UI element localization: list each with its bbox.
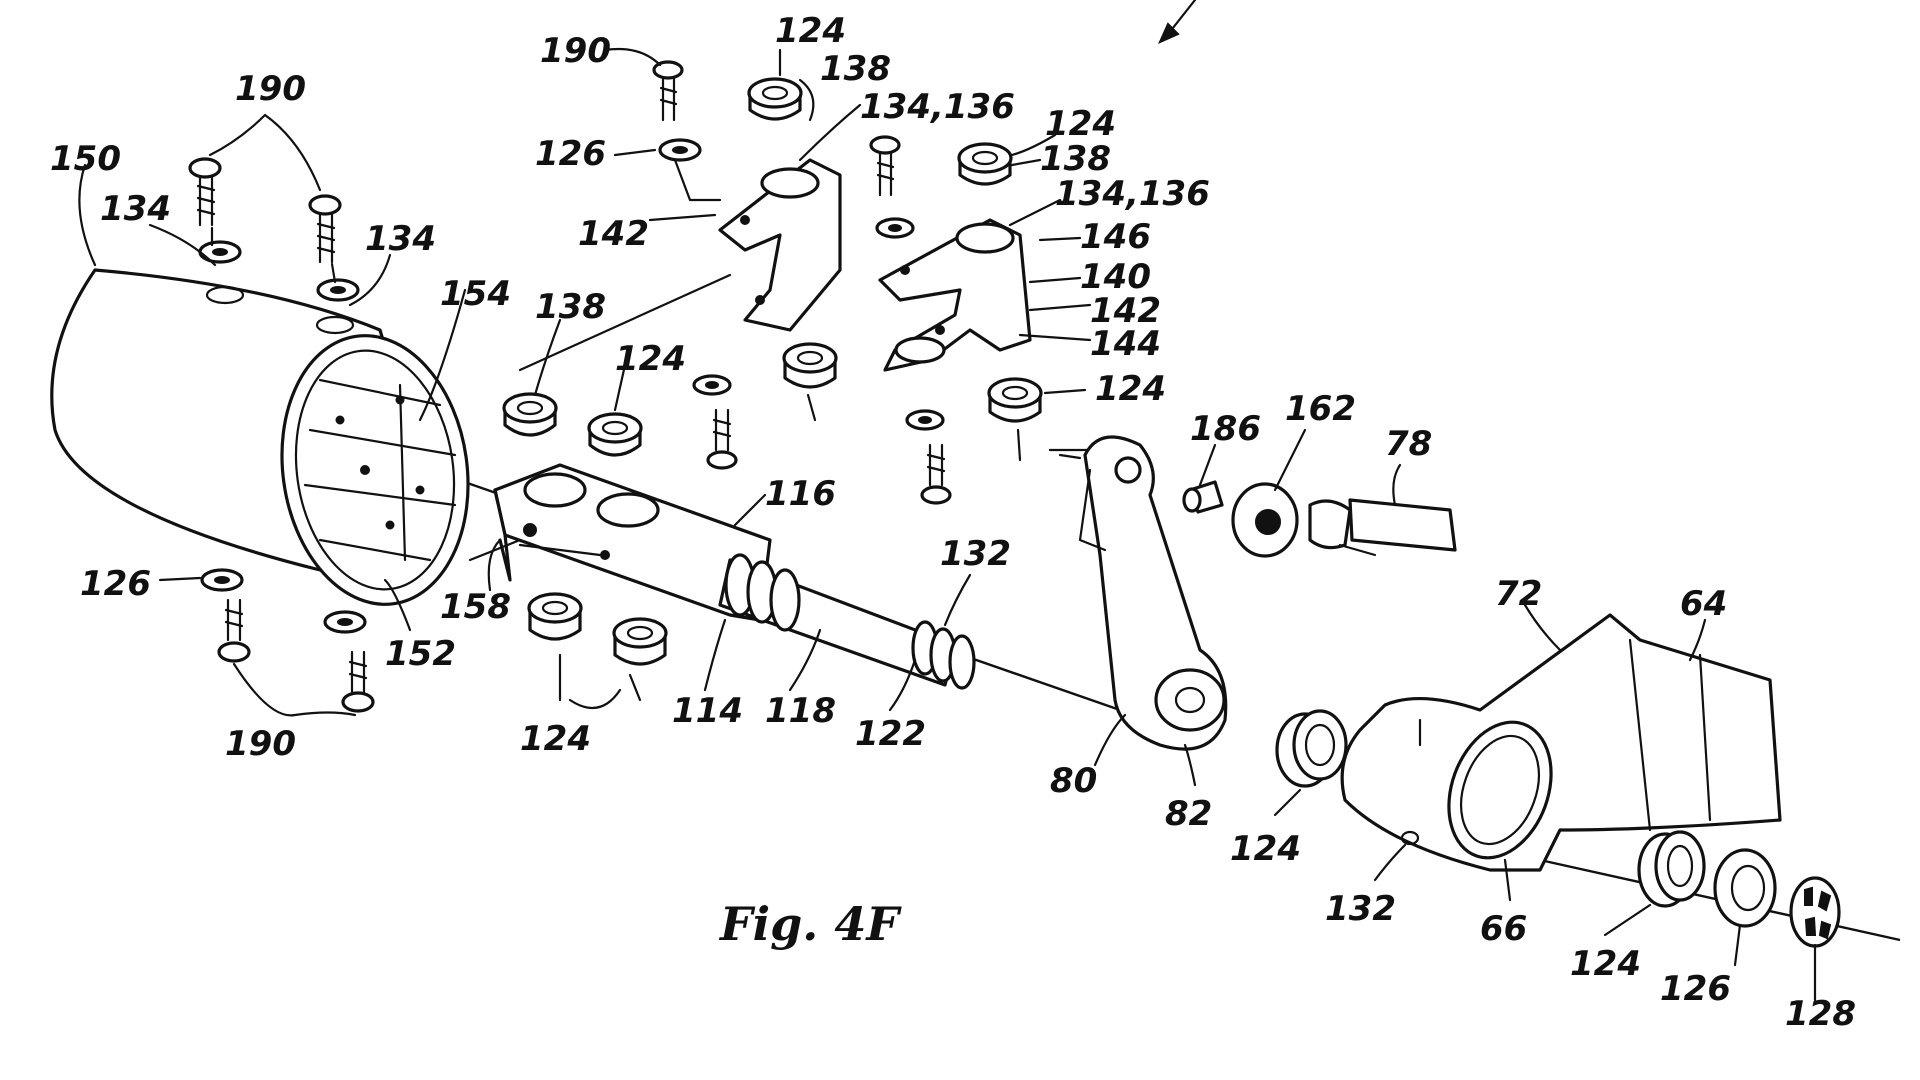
label-124-c: 124 xyxy=(1230,829,1301,869)
arm-body-72-64 xyxy=(1340,613,1782,872)
label-124-mid: 124 xyxy=(615,339,686,379)
label-138-r1: 138 xyxy=(1040,139,1111,179)
bracket-right-134-136 xyxy=(878,218,1032,372)
screw-right-top xyxy=(869,135,901,197)
screw-leader xyxy=(210,226,337,284)
view-arrow-head xyxy=(1158,22,1180,44)
washer-126-d xyxy=(1713,848,1777,928)
label-118: 118 xyxy=(765,691,836,731)
screw-190-c xyxy=(217,598,251,663)
label-162: 162 xyxy=(1285,389,1356,429)
label-126-top: 126 xyxy=(535,134,606,174)
label-124-top: 124 xyxy=(775,11,846,51)
label-134-a: 134 xyxy=(100,189,171,229)
label-66: 66 xyxy=(1480,909,1527,949)
rod-end-162 xyxy=(1231,482,1352,558)
leader-124-right xyxy=(1016,428,1097,462)
leader-to-arm xyxy=(1058,453,1082,460)
washer-hole xyxy=(330,286,346,294)
bracket-left-134-136 xyxy=(718,158,842,332)
label-154: 154 xyxy=(440,274,511,314)
label-122: 122 xyxy=(855,714,926,754)
screw-190-b xyxy=(308,194,342,264)
bushing-138-right xyxy=(957,142,1013,186)
leader-bracket-to-block xyxy=(518,273,732,372)
bushing-124-low-a xyxy=(527,592,583,641)
label-128: 128 xyxy=(1785,994,1856,1034)
washer-hole xyxy=(212,248,228,256)
screw-190-d xyxy=(341,650,375,713)
block-116 xyxy=(468,463,772,622)
housing-150 xyxy=(50,268,470,606)
label-124-d: 124 xyxy=(1570,944,1641,984)
screw-190-a xyxy=(188,157,222,227)
leader-190-bottom xyxy=(232,662,357,717)
link-arm-80 xyxy=(1078,435,1228,751)
label-138-top: 138 xyxy=(820,49,891,89)
screw-under-bracket xyxy=(706,408,738,470)
label-134-136-a: 134,136 xyxy=(860,87,1015,127)
nut-128 xyxy=(1789,876,1841,948)
bushing-under-bracket xyxy=(782,342,838,389)
label-72: 72 xyxy=(1495,574,1542,614)
leader-lines xyxy=(78,47,1817,1002)
label-190-bottom: 190 xyxy=(225,724,296,764)
label-132-b: 132 xyxy=(1325,889,1396,929)
rod-78 xyxy=(1338,498,1457,557)
label-158: 158 xyxy=(440,587,511,627)
label-190-top: 190 xyxy=(540,31,611,71)
bushing-138-mid xyxy=(502,392,558,437)
leader-124-bottom xyxy=(558,653,642,710)
label-140: 140 xyxy=(1080,257,1151,297)
label-190-b: 190 xyxy=(235,69,306,109)
label-64: 64 xyxy=(1680,584,1727,624)
label-146: 146 xyxy=(1080,217,1151,257)
label-78: 78 xyxy=(1385,424,1432,464)
label-116: 116 xyxy=(765,474,836,514)
screw-right-low xyxy=(920,443,952,505)
screw-190-top xyxy=(652,60,684,122)
label-126-d: 126 xyxy=(1660,969,1731,1009)
bushing-138-top xyxy=(747,77,803,121)
label-142-b: 142 xyxy=(1090,291,1161,331)
label-132-a: 132 xyxy=(940,534,1011,574)
label-138-mid: 138 xyxy=(535,287,606,327)
label-134-136-b: 134,136 xyxy=(1055,174,1210,214)
label-80: 80 xyxy=(1050,761,1097,801)
label-144: 144 xyxy=(1090,324,1161,364)
bushing-124-right xyxy=(987,377,1043,423)
figure-caption: Fig. 4F xyxy=(718,897,902,951)
label-114: 114 xyxy=(672,691,743,731)
bearing-124-d xyxy=(1637,830,1706,908)
label-124-bottom: 124 xyxy=(520,719,591,759)
label-124-r2: 124 xyxy=(1095,369,1166,409)
bushing-124-low-b xyxy=(612,617,668,666)
label-186: 186 xyxy=(1190,409,1261,449)
label-142-a: 142 xyxy=(578,214,649,254)
leader-126-top xyxy=(673,158,722,202)
shaft-118 xyxy=(718,553,976,690)
label-150: 150 xyxy=(50,139,121,179)
pin-186 xyxy=(1182,480,1224,514)
label-124-r1: 124 xyxy=(1045,104,1116,144)
bearing-124-c xyxy=(1275,709,1348,788)
leader-bushing xyxy=(806,393,817,422)
label-134-b: 134 xyxy=(365,219,436,259)
label-82: 82 xyxy=(1165,794,1212,834)
bushing-124-mid xyxy=(587,412,643,457)
label-152: 152 xyxy=(385,634,456,674)
label-126-left: 126 xyxy=(80,564,151,604)
